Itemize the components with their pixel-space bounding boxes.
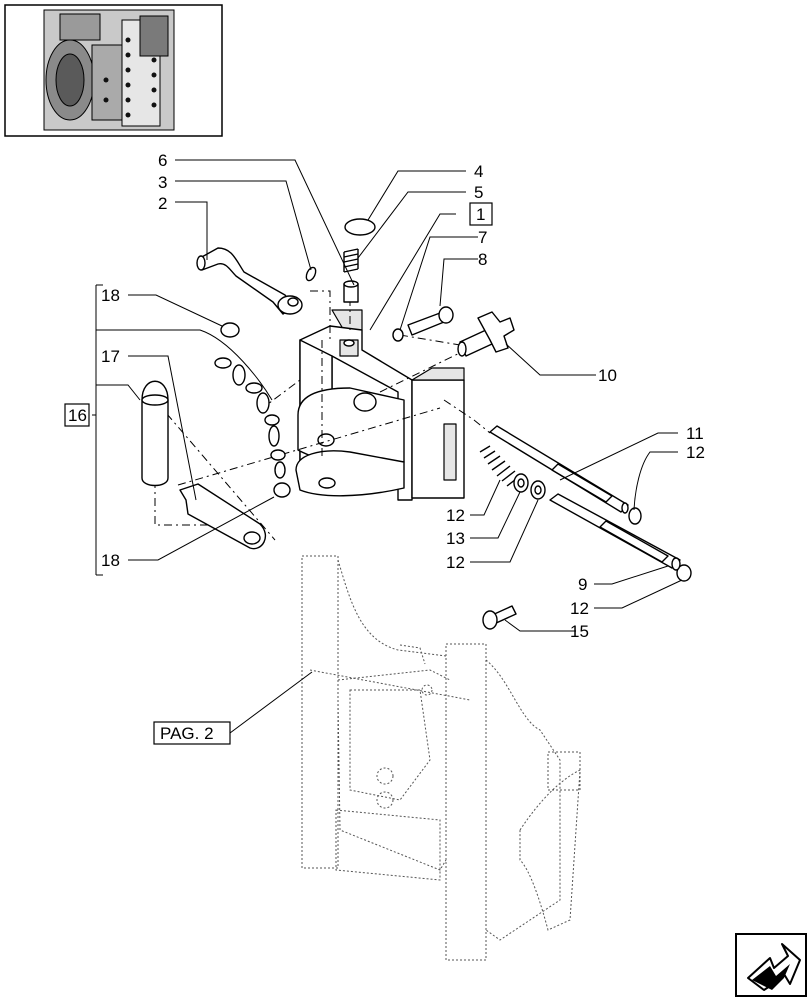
callout-18-a: 18 xyxy=(101,286,120,305)
bolt-part-15 xyxy=(482,605,517,630)
pin-part-6 xyxy=(343,280,359,303)
spring-part-13 xyxy=(479,445,521,487)
callout-12-a: 12 xyxy=(686,443,705,462)
assembly-axis-lines xyxy=(154,290,491,541)
callout-3: 3 xyxy=(158,173,167,192)
hitch-body-part-1 xyxy=(295,309,465,501)
callout-13: 12 xyxy=(446,506,465,525)
spring-part-5 xyxy=(343,248,359,273)
callout-9: 9 xyxy=(578,575,587,594)
callout-1: 1 xyxy=(476,205,485,224)
callout-7: 7 xyxy=(478,228,487,247)
o-ring-part-3 xyxy=(305,266,317,282)
page-reference-label: PAG. 2 xyxy=(160,724,214,743)
bracket-frame-ghost xyxy=(301,555,581,961)
callout-12-c: 12 xyxy=(570,599,589,618)
bolt-part-8 xyxy=(407,306,454,336)
knob-part-10 xyxy=(457,311,515,357)
washer-part-14 xyxy=(513,473,529,493)
callout-14: 13 xyxy=(446,529,465,548)
snap-ring-part-4 xyxy=(344,218,376,236)
shaft-part-9 xyxy=(549,493,681,571)
callout-18-b: 18 xyxy=(101,551,120,570)
callout-1-box xyxy=(469,202,493,226)
callout-16: 16 xyxy=(68,406,87,425)
callout-5: 5 xyxy=(474,183,483,202)
callout-12-b: 12 xyxy=(446,553,465,572)
page-reference-link[interactable]: PAG. 2 xyxy=(153,721,231,745)
chain-part-16 xyxy=(214,357,286,479)
callout-10: 10 xyxy=(598,366,617,385)
callout-16-box xyxy=(64,403,90,427)
callout-15: 15 xyxy=(570,622,589,641)
leader-lines xyxy=(92,159,683,734)
washer-part-7 xyxy=(392,328,404,342)
pin-part-17 xyxy=(141,380,266,550)
next-page-arrow-icon[interactable] xyxy=(735,933,807,997)
lever-part-2 xyxy=(196,247,303,315)
callout-17: 17 xyxy=(101,347,120,366)
shaft-part-11 xyxy=(489,425,629,514)
callout-2: 2 xyxy=(158,194,167,213)
callout-4: 4 xyxy=(474,162,483,181)
callout-11: 11 xyxy=(686,424,704,443)
callout-labels: 6 3 2 4 5 1 7 8 10 11 12 12 13 12 9 12 1… xyxy=(64,151,705,641)
ring-part-18 xyxy=(220,322,291,498)
callout-6: 6 xyxy=(158,151,167,170)
callout-8: 8 xyxy=(478,250,487,269)
washer-part-12 xyxy=(530,480,692,582)
location-thumbnail xyxy=(4,4,223,137)
